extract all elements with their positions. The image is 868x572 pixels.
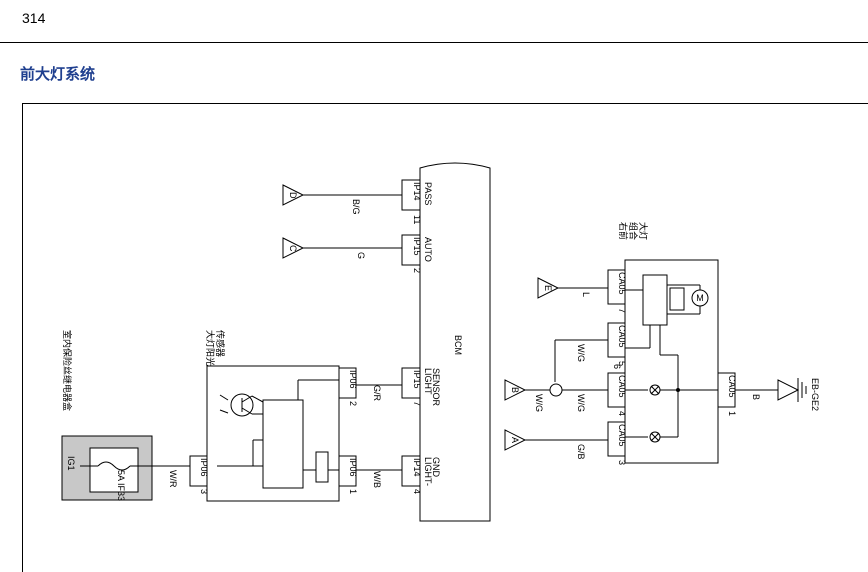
svg-text:CA05: CA05 bbox=[617, 375, 627, 398]
svg-text:1: 1 bbox=[727, 411, 737, 416]
lamp-wiring: E L W/G B W/G W/G A G/B B bbox=[504, 277, 778, 460]
svg-text:3: 3 bbox=[199, 489, 209, 494]
svg-text:LIGHT: LIGHT bbox=[423, 368, 433, 395]
svg-text:大灯: 大灯 bbox=[637, 222, 649, 240]
svg-text:IP14: IP14 bbox=[412, 458, 422, 477]
bcm-pin-auto: IP15 2 AUTO G C bbox=[282, 234, 433, 273]
svg-text:PASS: PASS bbox=[423, 182, 433, 205]
svg-text:5A IF33: 5A IF33 bbox=[116, 470, 126, 501]
svg-text:大灯阳光: 大灯阳光 bbox=[204, 330, 216, 366]
ground-eb-ge2: EB-GE2 bbox=[777, 378, 820, 411]
svg-text:IP06: IP06 bbox=[348, 458, 358, 477]
bcm-module: BCM bbox=[419, 162, 491, 522]
bcm-pin-pass: IP14 11 PASS B/G D bbox=[282, 179, 433, 224]
bcm-pin-light-gnd: IP14 4 LIGHT- GND W/B bbox=[356, 455, 441, 494]
svg-text:1: 1 bbox=[348, 489, 358, 494]
svg-text:W/R: W/R bbox=[168, 470, 178, 488]
svg-text:组合: 组合 bbox=[627, 222, 639, 240]
svg-text:G: G bbox=[356, 252, 366, 259]
svg-text:B: B bbox=[751, 394, 761, 400]
bcm-pin-light-sensor: IP15 7 LIGHT SENSOR G/R bbox=[356, 367, 441, 407]
svg-text:EB-GE2: EB-GE2 bbox=[810, 378, 820, 411]
svg-text:IG1: IG1 bbox=[66, 456, 76, 471]
svg-text:室内保险丝继电器盒: 室内保险丝继电器盒 bbox=[61, 330, 73, 411]
diagram-frame bbox=[22, 103, 868, 572]
svg-text:4: 4 bbox=[412, 489, 422, 494]
svg-text:W/G: W/G bbox=[576, 344, 586, 362]
svg-text:6: 6 bbox=[612, 364, 622, 369]
svg-text:4: 4 bbox=[617, 411, 627, 416]
svg-text:W/G: W/G bbox=[576, 394, 586, 412]
svg-text:B/G: B/G bbox=[351, 199, 361, 215]
svg-text:CA05: CA05 bbox=[617, 272, 627, 295]
svg-text:AUTO: AUTO bbox=[423, 237, 433, 262]
svg-text:传感器: 传感器 bbox=[214, 330, 226, 357]
fuse-relay-box: 室内保险丝继电器盒 IG1 5A IF33 W/R bbox=[61, 330, 190, 501]
svg-text:W/G: W/G bbox=[534, 394, 544, 412]
svg-text:A: A bbox=[510, 437, 520, 443]
motor-label: M bbox=[696, 293, 704, 303]
svg-text:D: D bbox=[288, 192, 298, 199]
svg-text:IP06: IP06 bbox=[199, 458, 209, 477]
svg-text:L: L bbox=[581, 292, 591, 297]
svg-text:CA05: CA05 bbox=[617, 424, 627, 447]
svg-text:3: 3 bbox=[617, 460, 627, 465]
svg-text:IP15: IP15 bbox=[412, 370, 422, 389]
svg-text:7: 7 bbox=[412, 401, 422, 406]
svg-text:LIGHT-: LIGHT- bbox=[423, 457, 433, 486]
svg-text:W/B: W/B bbox=[372, 471, 382, 488]
svg-text:2: 2 bbox=[348, 401, 358, 406]
svg-text:C: C bbox=[288, 245, 298, 252]
svg-text:B: B bbox=[510, 387, 520, 393]
right-front-lamp: 右前 组合 大灯 M bbox=[617, 222, 719, 464]
svg-text:G/B: G/B bbox=[576, 444, 586, 460]
page-number: 314 bbox=[22, 10, 46, 26]
svg-text:G/R: G/R bbox=[372, 385, 382, 402]
svg-text:2: 2 bbox=[412, 268, 422, 273]
header-rule bbox=[0, 42, 868, 43]
light-sensor: 大灯阳光 传感器 IP06 2 IP06 1 IP06 3 bbox=[189, 330, 358, 502]
svg-text:右前: 右前 bbox=[617, 222, 629, 240]
svg-text:SENSOR: SENSOR bbox=[431, 368, 441, 407]
svg-text:CA05: CA05 bbox=[727, 375, 737, 398]
lamp-connectors: CA05 7 CA05 5 CA05 4 CA05 3 CA05 1 6 bbox=[607, 269, 737, 465]
svg-text:IP15: IP15 bbox=[412, 237, 422, 256]
svg-text:GND: GND bbox=[431, 457, 441, 478]
svg-text:5: 5 bbox=[617, 361, 627, 366]
svg-text:CA05: CA05 bbox=[617, 325, 627, 348]
svg-text:11: 11 bbox=[412, 215, 422, 224]
section-title: 前大灯系统 bbox=[20, 65, 96, 83]
svg-text:7: 7 bbox=[617, 308, 627, 313]
svg-text:E: E bbox=[543, 285, 553, 291]
svg-text:IP06: IP06 bbox=[348, 370, 358, 389]
svg-text:IP14: IP14 bbox=[412, 182, 422, 201]
bcm-label: BCM bbox=[453, 335, 463, 355]
